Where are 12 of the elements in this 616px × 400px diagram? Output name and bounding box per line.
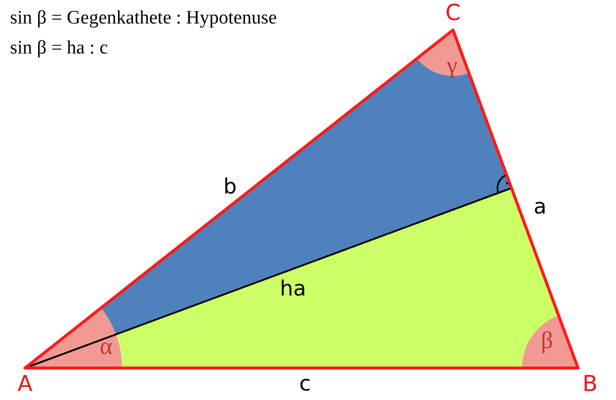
altitude-label: ha xyxy=(280,278,306,300)
formula-text: sin β = Gegenkathete : Hypotenuse xyxy=(10,8,277,28)
angle-label: γ xyxy=(446,54,458,78)
vertex-label: B xyxy=(582,374,598,396)
angle-label: β xyxy=(540,329,554,353)
vertex-label: A xyxy=(17,374,33,396)
side-label: a xyxy=(534,196,546,218)
angle-label: α xyxy=(100,335,112,359)
side-label: c xyxy=(299,374,311,394)
vertex-label: C xyxy=(445,3,461,25)
formula-text: sin β = ha : c xyxy=(10,38,108,58)
side-label: b xyxy=(223,176,237,198)
